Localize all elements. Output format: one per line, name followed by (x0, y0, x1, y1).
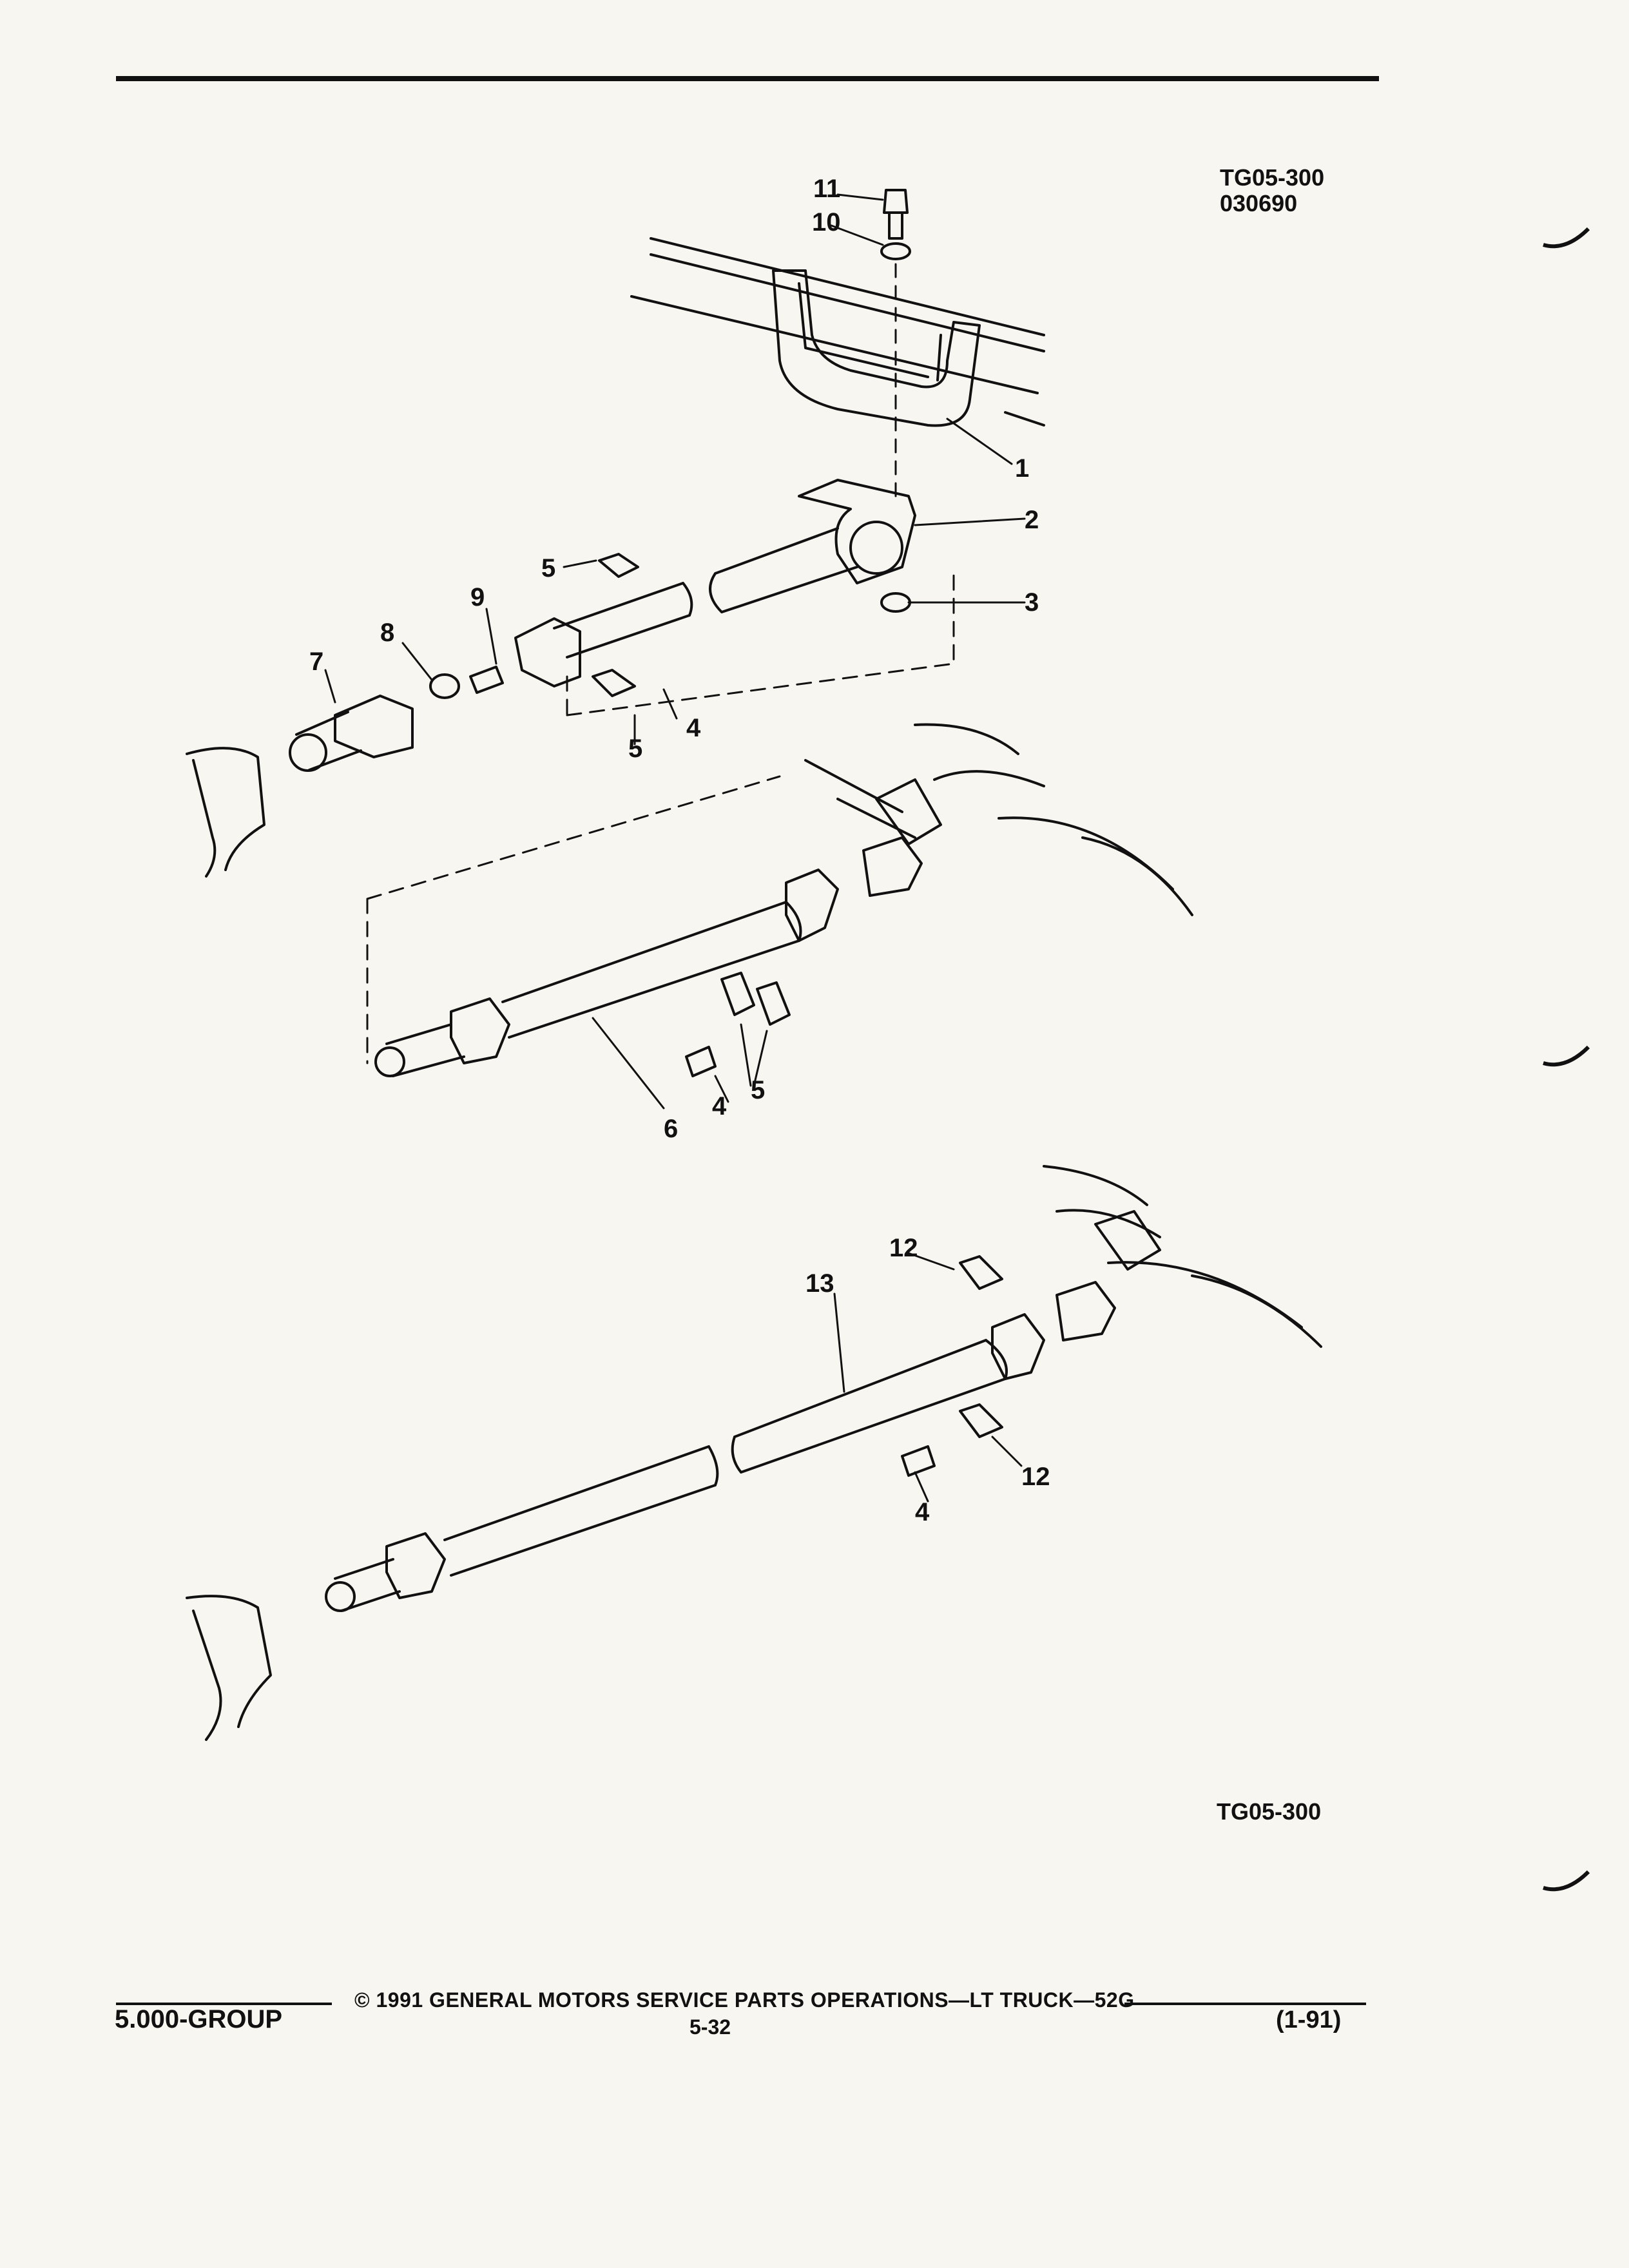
clamp-lower (592, 669, 636, 697)
transmission-front (186, 747, 265, 878)
clamp-pair (720, 972, 791, 1026)
rear-u-joint-lower (991, 1313, 1045, 1380)
front-u-joint-6 (450, 997, 510, 1064)
callout-5-lower: 5 (628, 735, 642, 763)
margin-mark (1543, 227, 1590, 249)
washer-10 (880, 242, 911, 260)
callout-4-mid: 4 (712, 1092, 727, 1120)
pinion-yoke-lower (1055, 1281, 1116, 1341)
margin-mark (1543, 1870, 1590, 1892)
callout-5-upper: 5 (541, 554, 555, 582)
figure-code-header: TG05-300 030690 (1220, 165, 1324, 216)
footer-rule-left (116, 2003, 332, 2005)
callout-9: 9 (470, 583, 485, 611)
margin-mark (1543, 1045, 1590, 1067)
callout-8: 8 (380, 619, 394, 647)
propeller-shaft-13 (731, 1339, 1008, 1474)
front-u-joint-13 (385, 1532, 446, 1599)
footer-group: 5.000-GROUP (115, 2005, 283, 2033)
callout-12-lower: 12 (1021, 1463, 1050, 1491)
transmission-rear (186, 1595, 272, 1741)
support-bracket (772, 269, 981, 427)
slip-yoke (295, 695, 414, 771)
callout-10: 10 (812, 208, 841, 236)
bolt-4-upper (685, 1046, 717, 1077)
bolt-9 (469, 666, 504, 694)
callout-12-upper: 12 (889, 1234, 918, 1262)
washer-8 (429, 673, 460, 699)
callout-7: 7 (309, 648, 323, 676)
callout-3: 3 (1025, 588, 1039, 617)
figure-code: TG05-300 (1220, 164, 1325, 191)
figure-code-bottom: TG05-300 (1217, 1798, 1322, 1825)
bolt-11 (883, 189, 909, 240)
rear-axle-lower (1043, 1165, 1322, 1348)
footer-rule-right (1124, 2003, 1366, 2005)
callout-4-upper: 4 (686, 714, 701, 742)
clamp-upper (598, 553, 639, 578)
rear-axle-upper (875, 723, 1193, 916)
center-bearing (798, 479, 916, 584)
revision-code: (1-91) (1276, 2006, 1342, 2033)
callout-1: 1 (1015, 454, 1029, 483)
callout-13: 13 (805, 1269, 834, 1298)
front-u-joint (514, 617, 581, 687)
frame-rail (630, 237, 1045, 427)
callout-6: 6 (664, 1115, 678, 1143)
strap-12-lower (959, 1403, 1003, 1438)
top-rule (116, 76, 1379, 81)
figure-date-code: 030690 (1220, 190, 1298, 216)
callout-11: 11 (813, 175, 840, 203)
rear-u-joint-upper (785, 869, 839, 942)
callout-4-lower: 4 (915, 1498, 930, 1526)
nut-3 (880, 592, 911, 613)
callout-labels: 11 10 1 2 3 5 9 8 7 5 4 6 4 5 12 13 12 4 (309, 175, 1050, 1526)
bolt-4-lower (901, 1445, 936, 1477)
footer-copyright: © 1991 GENERAL MOTORS SERVICE PARTS OPER… (354, 1988, 1135, 2012)
callout-5-pair: 5 (751, 1076, 765, 1104)
pinion-yoke-upper (862, 836, 923, 897)
propeller-shaft-6 (501, 901, 802, 1039)
front-shaft-tube (709, 527, 858, 613)
callout-2: 2 (1025, 506, 1039, 534)
page-number: 5-32 (689, 2015, 731, 2039)
strap-12-upper (959, 1255, 1003, 1290)
